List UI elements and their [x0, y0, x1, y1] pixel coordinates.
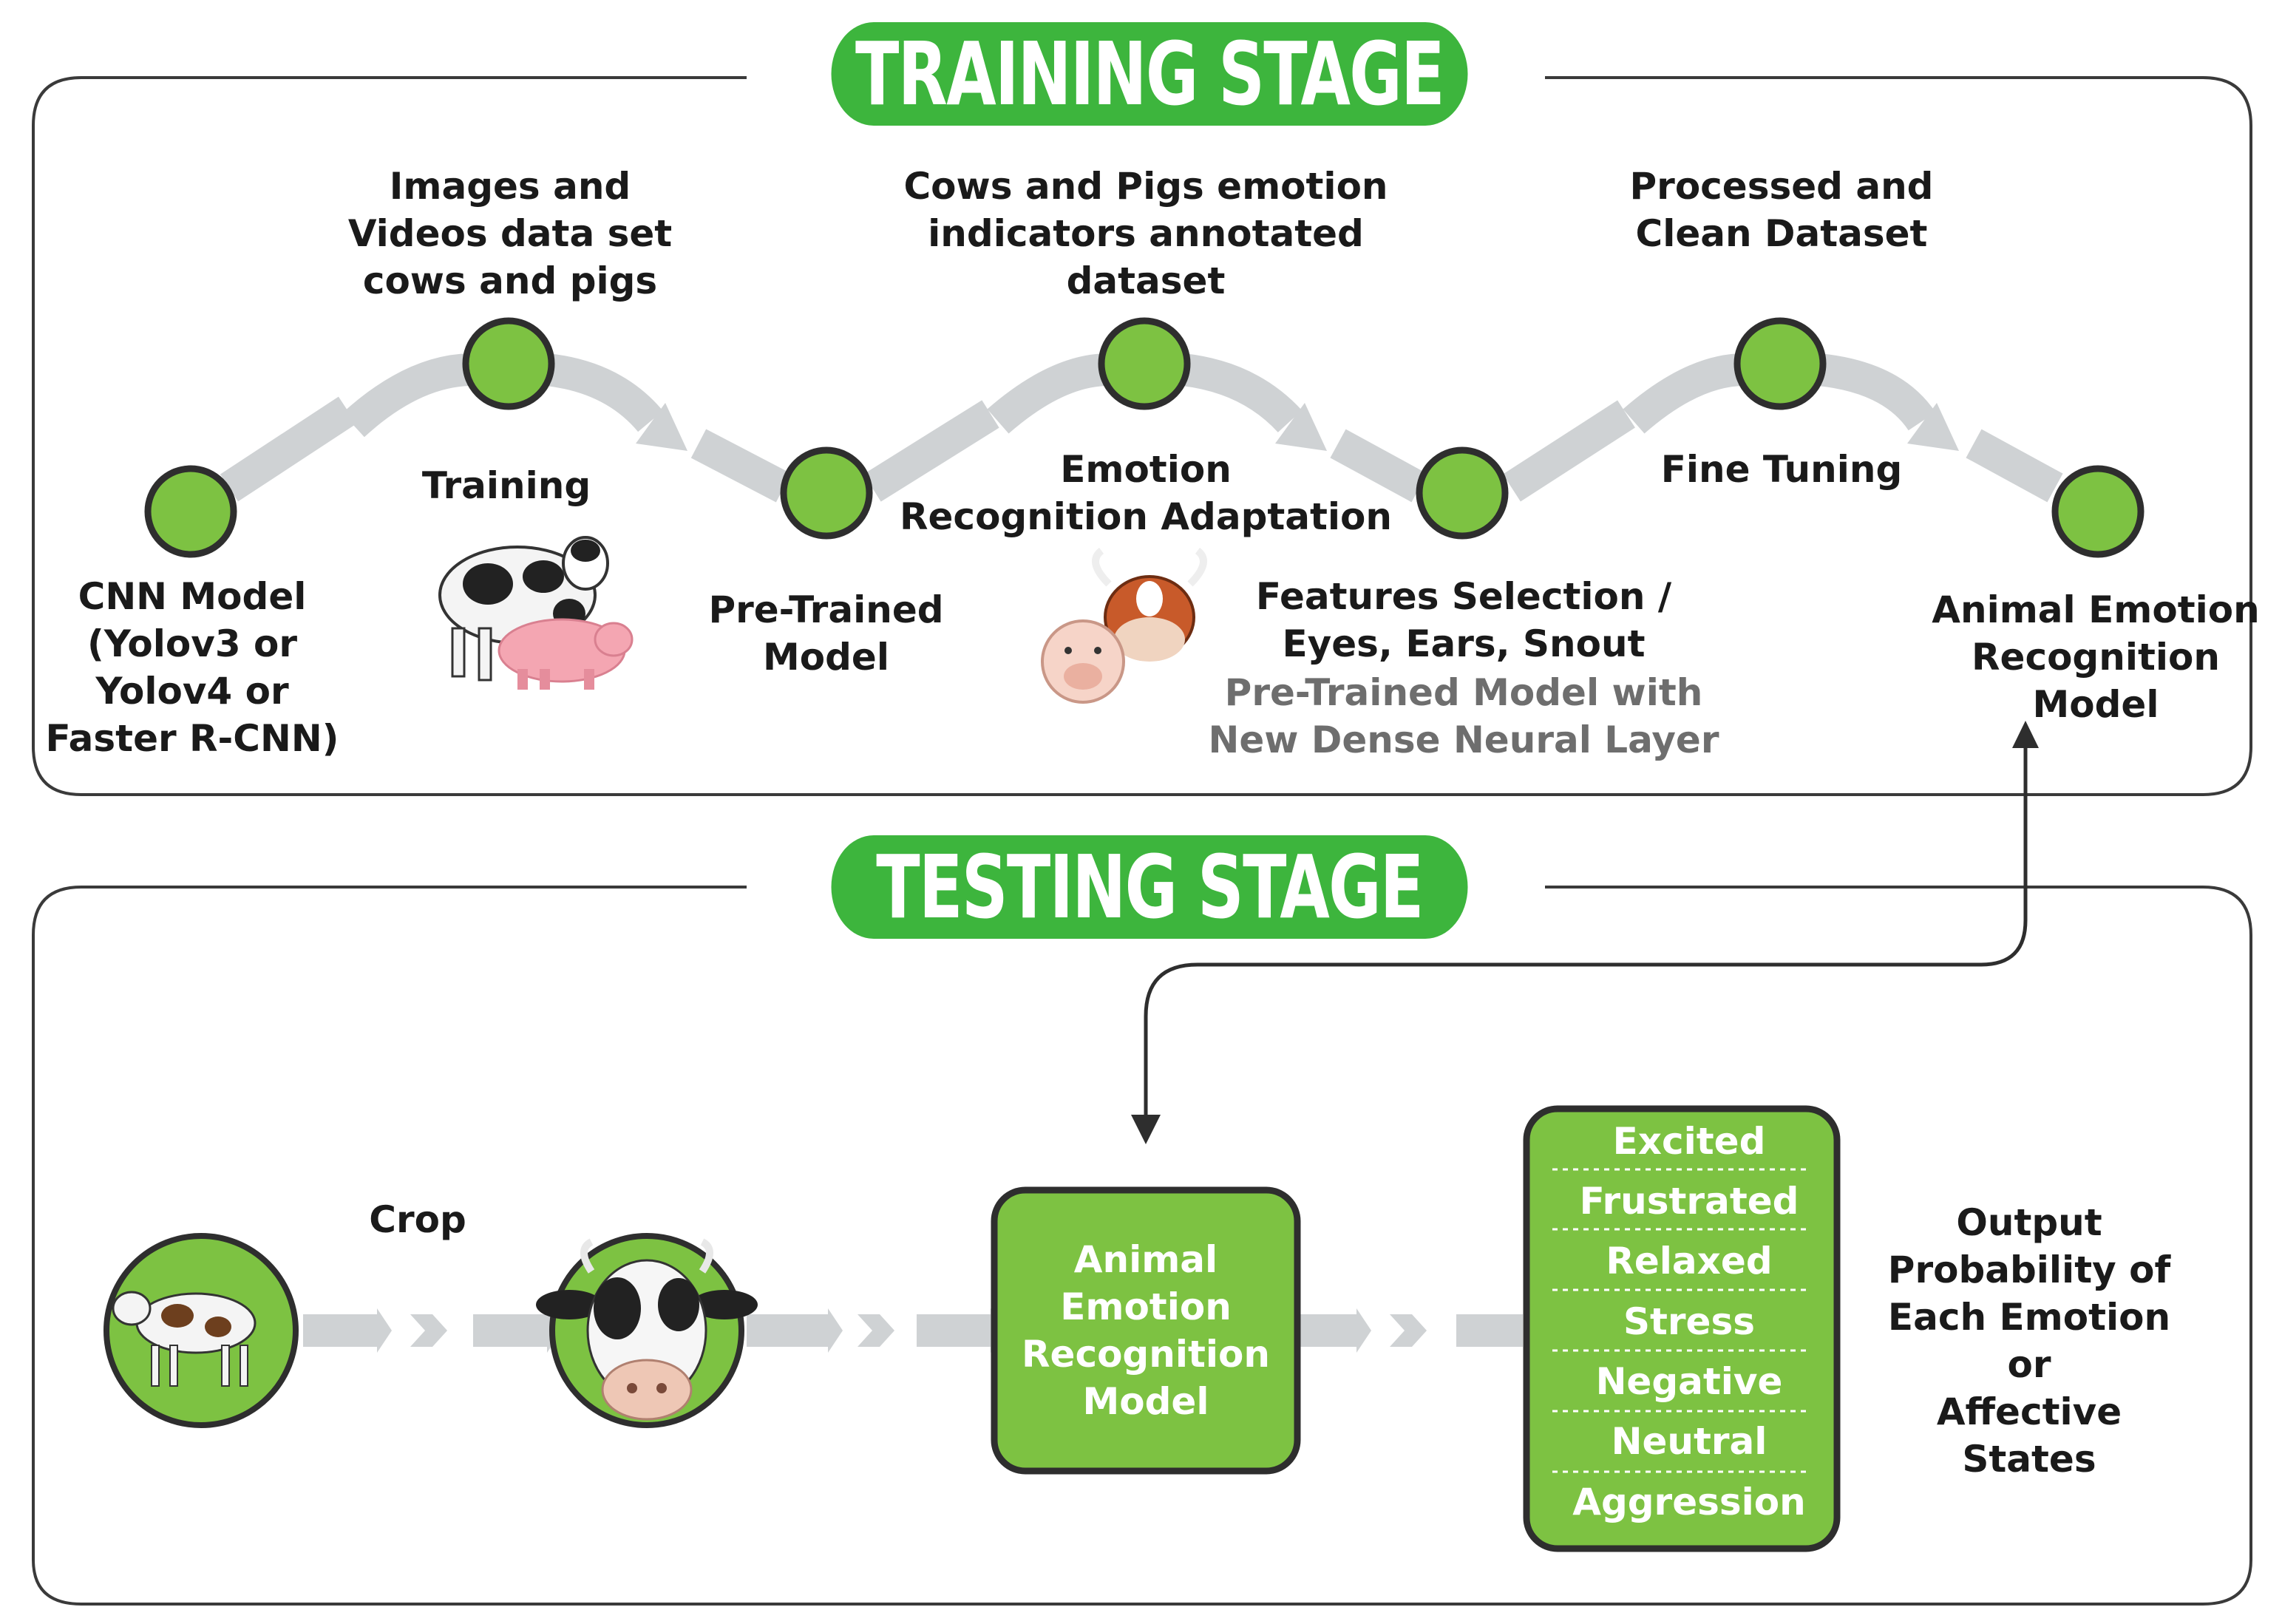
testing-panel	[32, 886, 2252, 1606]
training-nodes	[144, 317, 2145, 558]
emotions-box	[1523, 1105, 1841, 1552]
cow-full-illustration	[112, 1291, 257, 1387]
cnn-model-label: CNN Model (Yolov3 or Yolov4 or Faster R-…	[45, 575, 339, 760]
training-stage-banner: TRAINING STAGE	[831, 22, 1468, 126]
cow-pig-illustration	[438, 536, 634, 690]
emotion-excited: Excited	[1612, 1120, 1766, 1163]
emotion-aggression: Aggression	[1572, 1481, 1806, 1523]
emotion-negative: Negative	[1595, 1360, 1783, 1403]
testing-stage-banner: TESTING STAGE	[831, 835, 1468, 939]
emotion-stress: Stress	[1623, 1300, 1755, 1343]
emotion-dividers	[1552, 1168, 1811, 1473]
images-dataset-label: Images and Videos data set cows and pigs	[347, 165, 673, 302]
output-probability-label: Output Probability of Each Emotion or Af…	[1887, 1201, 2171, 1481]
aer-model-label: Animal Emotion Recognition Model	[1932, 588, 2260, 726]
node-annotated	[1098, 317, 1191, 410]
adaptation-label: Emotion Recognition Adaptation	[900, 448, 1392, 538]
training-arrow-heads	[636, 403, 1959, 451]
fine-tuning-label: Fine Tuning	[1660, 448, 1903, 491]
testing-flow-arrows	[303, 1308, 1523, 1353]
cow-face-illustration	[536, 1238, 758, 1421]
emotion-neutral: Neutral	[1611, 1420, 1767, 1463]
model-box-label: Animal Emotion Recognition Model	[1022, 1238, 1270, 1423]
connector-arrowhead-down	[1131, 1115, 1161, 1144]
node-aer	[2051, 465, 2145, 558]
training-label: Training	[421, 464, 591, 507]
stage-connector-arrow	[1144, 728, 2028, 1124]
node-processed	[1733, 317, 1827, 410]
node-cnn	[144, 465, 237, 558]
connector-arrowhead-up	[2012, 721, 2039, 748]
training-panel	[32, 76, 2252, 796]
node-features	[1416, 446, 1509, 540]
training-flow-arrows	[220, 353, 2063, 503]
annotated-dataset-label: Cows and Pigs emotion indicators annotat…	[903, 165, 1388, 302]
model-box	[991, 1186, 1301, 1475]
emotion-relaxed: Relaxed	[1606, 1240, 1773, 1282]
features-selection-label: Features Selection / Eyes, Ears, Snout	[1255, 575, 1672, 665]
pretrained-model-label: Pre-Trained Model	[708, 588, 944, 679]
pig-cow-faces-illustration	[1041, 548, 1207, 704]
node-images	[462, 317, 555, 410]
processed-dataset-label: Processed and Clean Dataset	[1629, 165, 1934, 255]
node-pretrained	[780, 446, 873, 540]
emotion-frustrated: Frustrated	[1579, 1180, 1799, 1223]
features-sub-label: Pre-Trained Model with New Dense Neural …	[1208, 671, 1719, 761]
crop-label: Crop	[369, 1198, 466, 1241]
